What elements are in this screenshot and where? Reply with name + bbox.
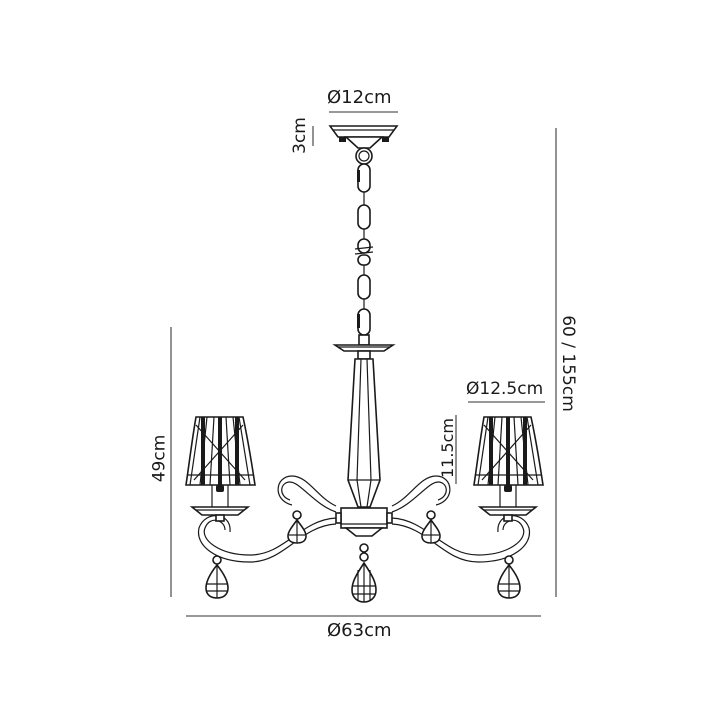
- ceiling-plate-height-label: 3cm: [289, 117, 310, 154]
- ceiling-plate: [328, 125, 399, 165]
- ceiling-plate-diameter-label: Ø12cm: [327, 87, 392, 108]
- crystal-drop-right-inner: [421, 510, 441, 544]
- shade-diameter-label: Ø12.5cm: [466, 379, 544, 399]
- central-stem: [332, 344, 396, 603]
- shade-height-label: 11.5cm: [438, 417, 458, 479]
- crystal-drop-right-outer: [497, 555, 521, 599]
- left-lamp: [185, 416, 256, 522]
- overall-diameter-label: Ø63cm: [327, 620, 392, 641]
- crystal-drops: [205, 510, 521, 599]
- dimension-lines: [170, 111, 557, 617]
- body-height-label: 49cm: [149, 434, 170, 483]
- crystal-drop-left-inner: [287, 510, 307, 544]
- crystal-drop-left-outer: [205, 555, 229, 599]
- overall-height-label: 60 / 155cm: [557, 315, 578, 412]
- right-lamp: [473, 416, 544, 522]
- chain: [354, 163, 374, 346]
